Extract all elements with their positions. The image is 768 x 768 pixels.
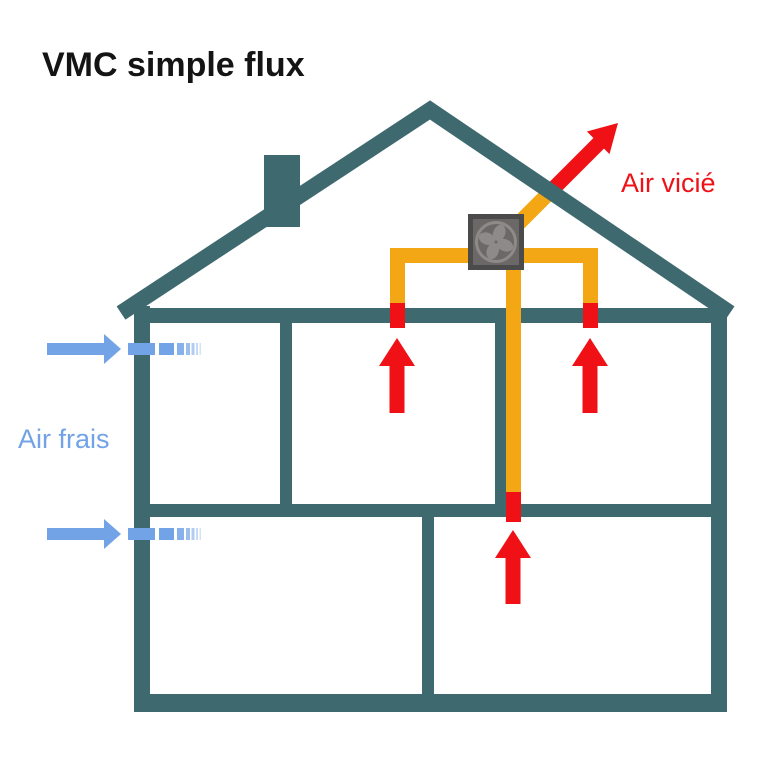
fan-unit xyxy=(468,214,524,270)
wall-inlet-vent xyxy=(128,343,155,355)
up-arrow-shaft xyxy=(582,364,598,413)
duct-vertical-left xyxy=(390,248,405,304)
left-wall xyxy=(134,306,150,712)
extraction-vent-left xyxy=(390,303,405,328)
wall-inlet-vent xyxy=(128,528,155,540)
airflow-dash xyxy=(186,343,190,355)
extraction-vent-bottom xyxy=(506,492,521,522)
airflow-dash xyxy=(177,343,184,355)
air-frais-label: Air frais xyxy=(18,424,110,454)
air-vicie-label: Air vicié xyxy=(621,168,716,198)
stale-air-arrow-left xyxy=(379,338,415,413)
fresh-air-arrow-top xyxy=(47,334,201,364)
roof xyxy=(116,100,735,320)
right-arrow-head xyxy=(104,334,121,364)
ground-interior-wall xyxy=(422,517,434,694)
airflow-fade-dashes xyxy=(159,343,201,355)
stale-air-outlet-arrowhead xyxy=(586,123,618,155)
right-arrow-shaft xyxy=(47,528,105,540)
airflow-dash xyxy=(159,343,174,355)
up-arrow-head xyxy=(572,338,608,366)
right-arrow-head xyxy=(104,519,121,549)
extraction-duct-network xyxy=(390,248,598,493)
fan-blade xyxy=(492,224,506,242)
airflow-dash xyxy=(159,528,174,540)
diagram-title: VMC simple flux xyxy=(42,46,305,84)
airflow-fade-dashes xyxy=(159,528,201,540)
fan-hub-center xyxy=(494,240,498,244)
airflow-dash xyxy=(191,343,195,355)
house-structure xyxy=(134,306,727,712)
extraction-vent-right xyxy=(583,303,598,328)
ground-slab xyxy=(134,694,727,712)
airflow-dash xyxy=(177,528,184,540)
fan-blade xyxy=(496,238,514,252)
duct-vertical-center xyxy=(506,258,521,493)
middle-floor xyxy=(150,504,711,517)
airflow-dash xyxy=(196,343,198,355)
right-wall xyxy=(711,306,727,712)
right-arrow-shaft xyxy=(47,343,105,355)
attic-ceiling xyxy=(150,308,711,323)
airflow-dash xyxy=(186,528,190,540)
stale-air-arrow-right xyxy=(572,338,608,413)
fresh-air-arrow-bottom xyxy=(47,519,201,549)
fan-blade xyxy=(486,242,500,260)
fan-icon xyxy=(475,221,517,263)
upper-interior-wall-right xyxy=(495,323,507,505)
up-arrow-head xyxy=(495,530,531,558)
up-arrow-head xyxy=(379,338,415,366)
stale-air-outlet-shaft xyxy=(545,136,606,197)
up-arrow-shaft xyxy=(389,364,405,413)
stale-air-arrow-bottom xyxy=(495,530,531,604)
up-arrow-shaft xyxy=(505,556,521,604)
airflow-dash xyxy=(196,528,198,540)
airflow-dash xyxy=(191,528,195,540)
upper-interior-wall-left xyxy=(280,323,292,505)
airflow-dash xyxy=(199,528,201,540)
fan-blade xyxy=(478,232,496,246)
fan-ring xyxy=(475,221,517,263)
duct-vertical-right xyxy=(583,248,598,304)
airflow-dash xyxy=(199,343,201,355)
